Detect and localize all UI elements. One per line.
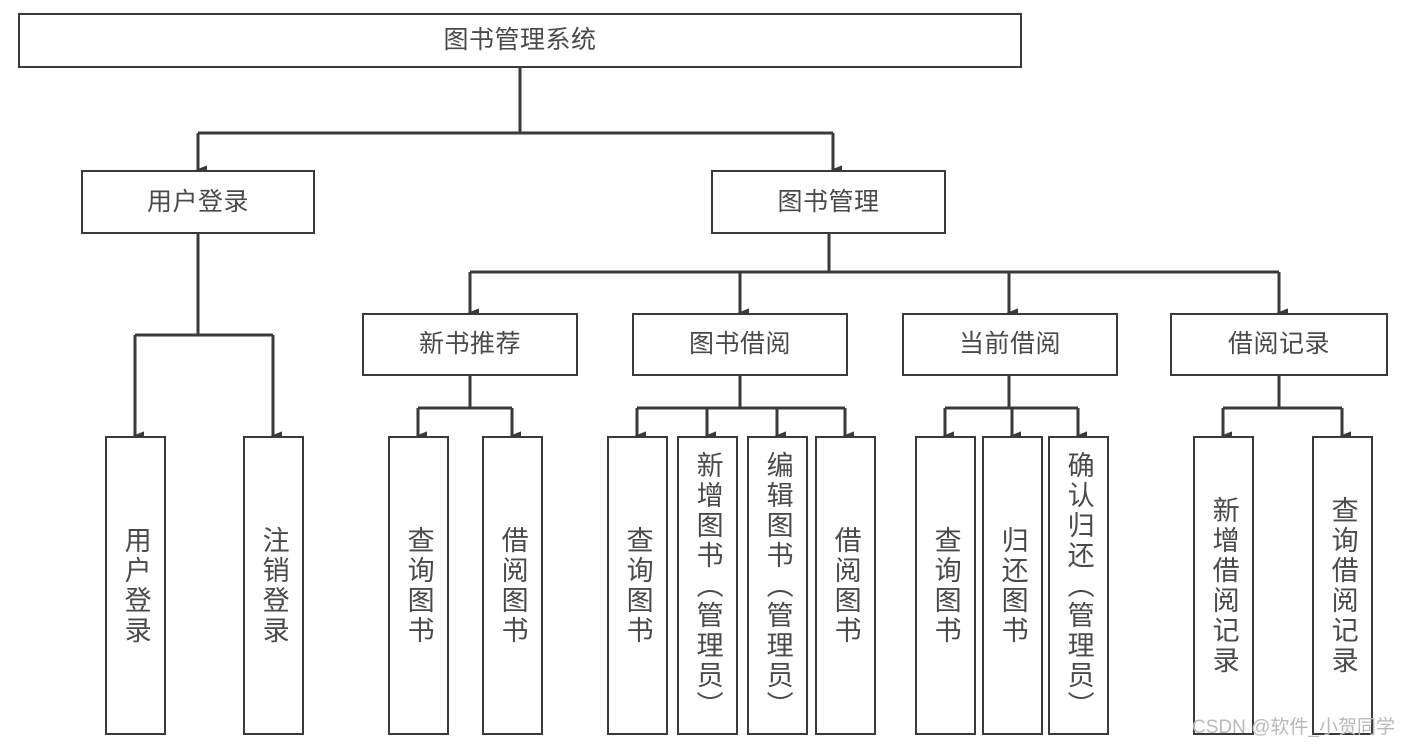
leaf-user-login[interactable]: 用户登录 — [105, 436, 166, 735]
node-borrow-record[interactable]: 借阅记录 — [1170, 313, 1388, 376]
leaf-add-book-label: 新增图书（管理员） — [692, 450, 723, 721]
leaf-user-login-label: 用户登录 — [120, 525, 151, 646]
leaf-query-book-3-label: 查询图书 — [930, 525, 961, 646]
node-root[interactable]: 图书管理系统 — [18, 13, 1022, 68]
leaf-add-record[interactable]: 新增借阅记录 — [1193, 436, 1254, 735]
leaf-borrow-book-2[interactable]: 借阅图书 — [815, 436, 876, 735]
leaf-return-book[interactable]: 归还图书 — [982, 436, 1043, 735]
node-borrow-record-label: 借阅记录 — [1227, 330, 1330, 358]
leaf-logout[interactable]: 注销登录 — [243, 436, 304, 735]
leaf-query-book-2-label: 查询图书 — [622, 525, 653, 646]
leaf-confirm-return-label: 确认归还（管理员） — [1063, 450, 1094, 721]
leaf-confirm-return[interactable]: 确认归还（管理员） — [1048, 436, 1109, 735]
node-new-book-rec[interactable]: 新书推荐 — [362, 313, 578, 376]
leaf-add-book[interactable]: 新增图书（管理员） — [677, 436, 738, 735]
leaf-query-book-1[interactable]: 查询图书 — [388, 436, 449, 735]
leaf-borrow-book-2-label: 借阅图书 — [830, 525, 861, 646]
leaf-add-record-label: 新增借阅记录 — [1208, 495, 1239, 676]
leaf-edit-book-label: 编辑图书（管理员） — [762, 450, 793, 721]
node-book-manage[interactable]: 图书管理 — [711, 170, 946, 234]
node-user-login[interactable]: 用户登录 — [81, 170, 315, 234]
leaf-query-book-3[interactable]: 查询图书 — [915, 436, 976, 735]
leaf-borrow-book-1[interactable]: 借阅图书 — [482, 436, 543, 735]
node-root-label: 图书管理系统 — [443, 26, 597, 54]
leaf-edit-book[interactable]: 编辑图书（管理员） — [747, 436, 808, 735]
leaf-query-book-1-label: 查询图书 — [403, 525, 434, 646]
leaf-logout-label: 注销登录 — [258, 525, 289, 646]
node-book-manage-label: 图书管理 — [777, 187, 880, 216]
leaf-query-record[interactable]: 查询借阅记录 — [1312, 436, 1373, 735]
leaf-query-book-2[interactable]: 查询图书 — [607, 436, 668, 735]
leaf-return-book-label: 归还图书 — [997, 525, 1028, 646]
node-current-borrow-label: 当前借阅 — [958, 330, 1061, 358]
leaf-borrow-book-1-label: 借阅图书 — [497, 525, 528, 646]
leaf-query-record-label: 查询借阅记录 — [1327, 495, 1358, 676]
node-user-login-label: 用户登录 — [146, 187, 249, 216]
node-current-borrow[interactable]: 当前借阅 — [902, 313, 1118, 376]
node-book-borrow-label: 图书借阅 — [688, 330, 791, 358]
node-new-book-rec-label: 新书推荐 — [418, 330, 521, 358]
node-book-borrow[interactable]: 图书借阅 — [632, 313, 848, 376]
